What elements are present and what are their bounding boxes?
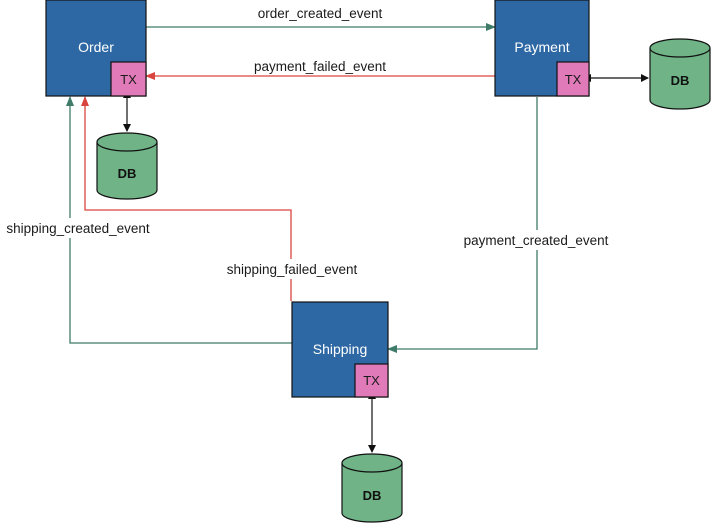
payment-created-arrow bbox=[387, 97, 538, 353]
shipping-tx-label: TX bbox=[363, 373, 380, 388]
order-db-label: DB bbox=[118, 166, 137, 181]
shipping-service: Shipping TX bbox=[291, 301, 389, 398]
payment-failed-event-label: payment_failed_event bbox=[254, 59, 386, 74]
payment-tx-box bbox=[556, 61, 590, 97]
order-label: Order bbox=[78, 39, 114, 55]
shipping-tx-box bbox=[354, 363, 389, 398]
shipping-created-label-bg bbox=[0, 218, 160, 238]
order-db-icon: DB bbox=[96, 132, 158, 200]
payment-db-label: DB bbox=[671, 73, 690, 88]
payment-label: Payment bbox=[514, 39, 569, 55]
order-tx-box bbox=[110, 61, 147, 97]
shipping-created-event-label: shipping_created_event bbox=[6, 221, 150, 236]
shipping-failed-event-label: shipping_failed_event bbox=[227, 262, 358, 277]
shipping-label: Shipping bbox=[313, 341, 368, 357]
order-created-event-label: order_created_event bbox=[258, 6, 383, 21]
payment-created-event-label: payment_created_event bbox=[464, 233, 609, 248]
payment-tx-label: TX bbox=[565, 72, 582, 87]
payment-service: Payment TX bbox=[494, 0, 590, 97]
shipping-failed-label-bg bbox=[218, 259, 366, 279]
shipping-failed-arrow bbox=[81, 96, 292, 301]
payment-created-label-bg bbox=[455, 230, 617, 250]
shipping-db-icon: DB bbox=[341, 453, 403, 523]
payment-db-icon: DB bbox=[649, 38, 711, 110]
order-tx-label: TX bbox=[120, 72, 137, 87]
order-service: Order TX bbox=[45, 0, 147, 97]
shipping-created-arrow bbox=[66, 96, 292, 344]
shipping-db-label: DB bbox=[363, 488, 382, 503]
